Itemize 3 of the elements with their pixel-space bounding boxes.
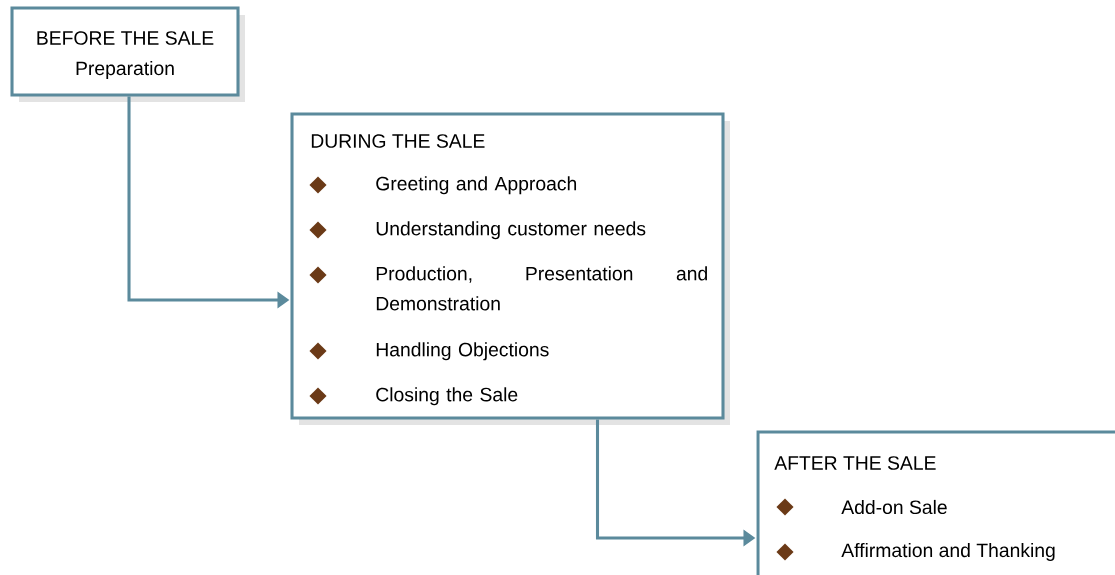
box-heading: AFTER THE SALE: [774, 456, 936, 470]
list-item: Affirmation and Thanking: [841, 543, 1055, 561]
list-item: Add-on Sale: [841, 499, 947, 515]
